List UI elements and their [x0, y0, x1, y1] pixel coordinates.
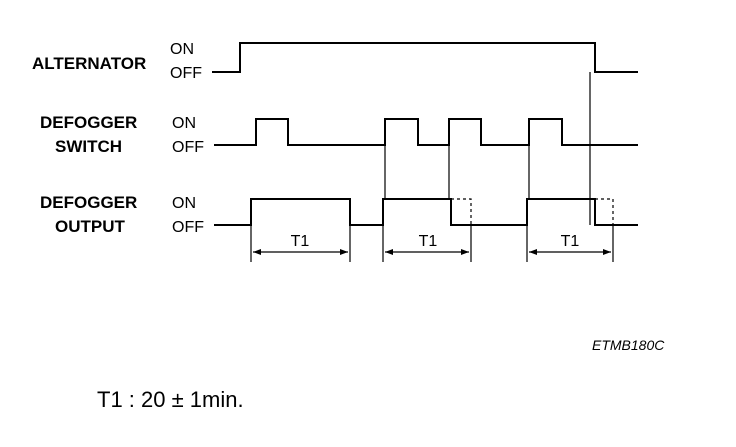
alternator-label: ALTERNATOR — [32, 54, 146, 73]
output-dashed-extension-1 — [451, 198, 472, 225]
output-off-label: OFF — [172, 219, 204, 236]
t1-note: T1 : 20 ± 1min. — [97, 387, 244, 412]
output-label-line1: DEFOGGER — [40, 193, 137, 212]
alternator-off-label: OFF — [170, 65, 202, 82]
output-label-line2: OUTPUT — [55, 217, 126, 236]
t1-label-1: T1 — [291, 233, 310, 250]
output-waveform — [214, 198, 638, 226]
switch-waveform — [214, 118, 638, 146]
switch-label-line1: DEFOGGER — [40, 113, 137, 132]
switch-on-label: ON — [172, 115, 196, 132]
figure-code: ETMB180C — [592, 337, 665, 353]
switch-label-line2: SWITCH — [55, 137, 122, 156]
output-dashed-extension-2 — [595, 198, 614, 225]
switch-off-label: OFF — [172, 139, 204, 156]
alternator-waveform — [212, 42, 638, 73]
alternator-on-label: ON — [170, 41, 194, 58]
t1-label-3: T1 — [561, 233, 580, 250]
output-on-label: ON — [172, 195, 196, 212]
t1-label-2: T1 — [419, 233, 438, 250]
